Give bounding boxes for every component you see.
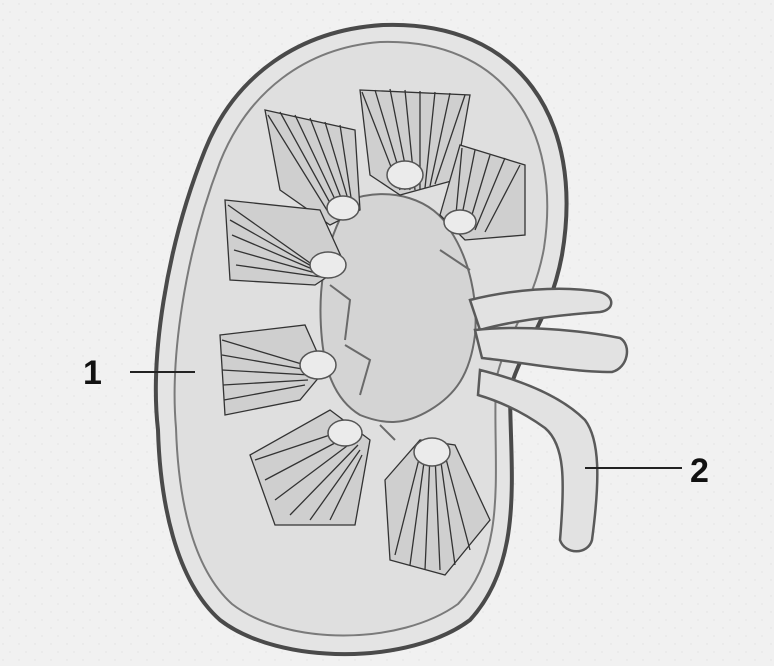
- label-1: 1: [83, 356, 102, 390]
- label-2: 2: [690, 454, 709, 488]
